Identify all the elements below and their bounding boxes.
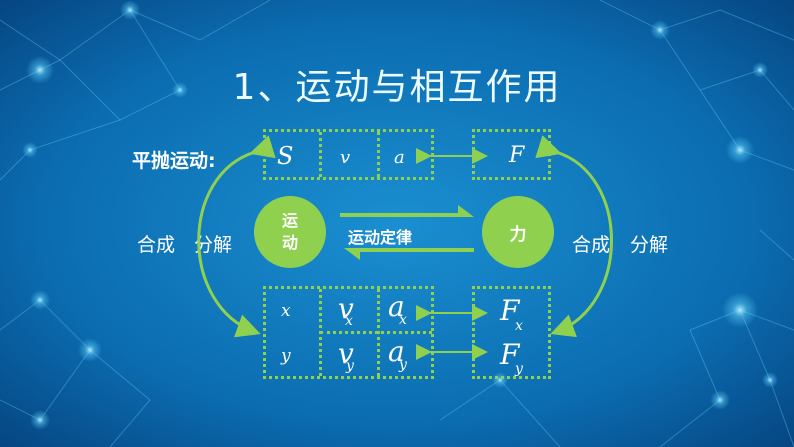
decompose-label-right: 分解 bbox=[630, 234, 669, 256]
divider bbox=[377, 132, 380, 177]
ax-symbol: a bbox=[388, 290, 405, 323]
vx-symbol: v bbox=[338, 292, 354, 325]
laws-of-motion-label: 运动定律 bbox=[348, 228, 413, 247]
force-circle: 力 bbox=[482, 196, 554, 268]
fy-symbol: F bbox=[500, 338, 520, 371]
fy-subscript: y bbox=[515, 361, 523, 377]
vy-symbol: v bbox=[338, 337, 354, 370]
ay-subscript: y bbox=[399, 357, 407, 373]
projectile-motion-label: 平抛运动: bbox=[132, 150, 216, 172]
compose-label-left: 合成 bbox=[137, 234, 176, 256]
divider bbox=[320, 331, 432, 334]
x-component-symbol: x bbox=[281, 301, 291, 321]
vy-subscript: y bbox=[346, 358, 354, 374]
fx-subscript: x bbox=[515, 318, 523, 334]
ax-subscript: x bbox=[399, 312, 407, 328]
motion-circle: 运 动 bbox=[254, 196, 326, 268]
velocity-symbol: v bbox=[340, 147, 351, 168]
fx-symbol: F bbox=[500, 294, 520, 327]
decompose-label-left: 分解 bbox=[194, 234, 233, 256]
compose-label-right: 合成 bbox=[572, 234, 611, 256]
vx-subscript: x bbox=[345, 313, 353, 329]
force-circle-label: 力 bbox=[509, 224, 527, 245]
y-component-symbol: y bbox=[281, 346, 291, 366]
displacement-symbol: S bbox=[277, 142, 294, 170]
acceleration-symbol: a bbox=[394, 147, 405, 168]
divider bbox=[319, 132, 322, 177]
ay-symbol: a bbox=[388, 335, 405, 368]
force-symbol: F bbox=[509, 143, 525, 168]
slide-title: 1、运动与相互作用 bbox=[232, 67, 562, 108]
motion-circle-label: 运 动 bbox=[281, 211, 298, 252]
